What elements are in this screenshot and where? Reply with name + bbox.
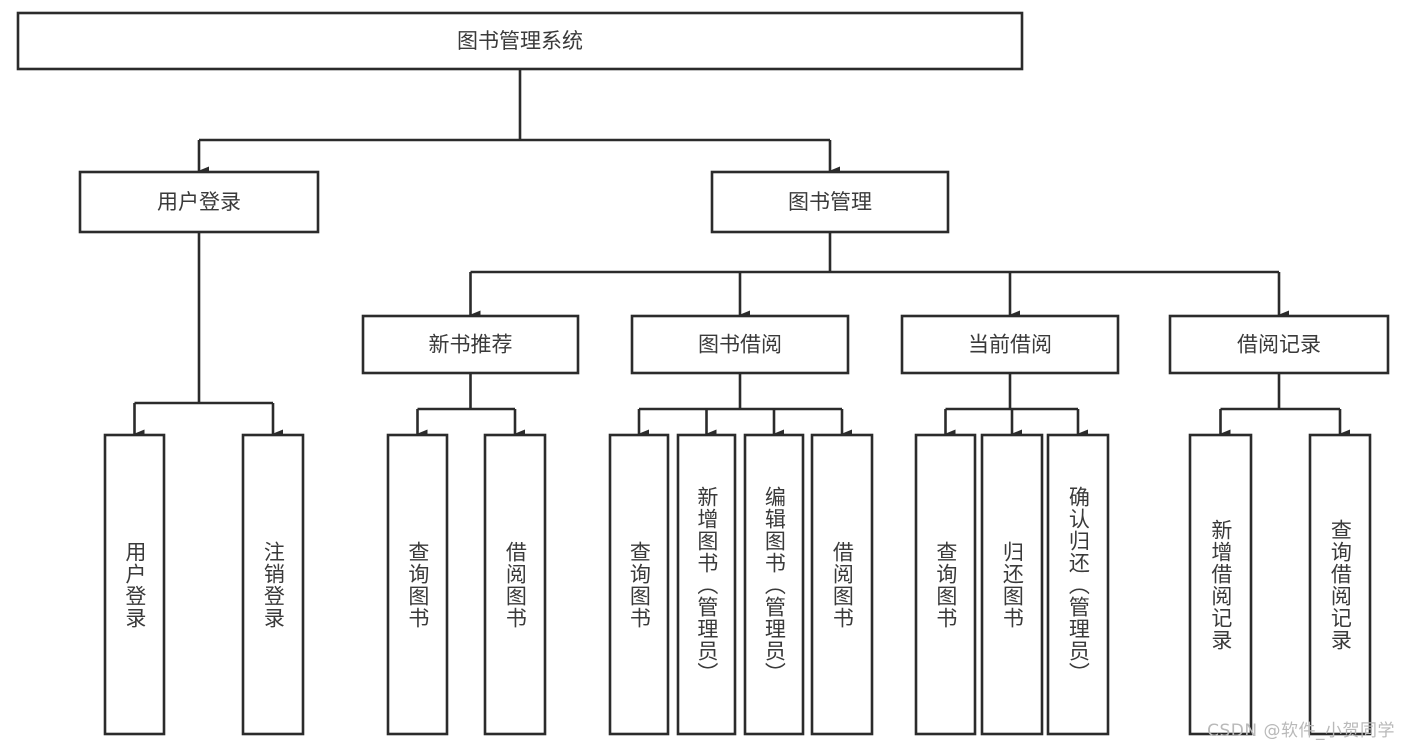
edge-group: [133, 69, 1350, 439]
node-leaf-logout-rect[interactable]: [241, 433, 305, 736]
node-leaf-query-book-3-rect[interactable]: [914, 433, 977, 736]
node-book-borrow[interactable]: [630, 314, 850, 375]
node-leaf-query-record-rect[interactable]: [1308, 433, 1372, 736]
node-new-book-rec[interactable]: [361, 314, 580, 375]
node-leaf-query-record[interactable]: [1308, 433, 1372, 736]
node-current-borrow-label: 当前借阅: [968, 333, 1052, 357]
node-leaf-edit-book[interactable]: [743, 433, 805, 736]
node-leaf-query-book-1-rect[interactable]: [386, 433, 449, 736]
node-leaf-query-book-2-rect[interactable]: [608, 433, 670, 736]
node-new-book-rec-rect[interactable]: [361, 314, 580, 375]
node-current-borrow-rect[interactable]: [900, 314, 1120, 375]
node-user-login[interactable]: [78, 170, 320, 234]
node-leaf-user-login-rect[interactable]: [103, 433, 166, 736]
node-current-borrow[interactable]: [900, 314, 1120, 375]
node-leaf-return-book[interactable]: [980, 433, 1044, 736]
node-leaf-logout[interactable]: [241, 433, 305, 736]
node-root-label: 图书管理系统: [457, 29, 583, 53]
node-leaf-edit-book-rect[interactable]: [743, 433, 805, 736]
node-leaf-confirm-return-rect[interactable]: [1046, 433, 1110, 736]
node-leaf-borrow-book-1[interactable]: [483, 433, 547, 736]
node-book-manage[interactable]: [710, 170, 950, 234]
node-leaf-confirm-return[interactable]: [1046, 433, 1110, 736]
node-book-manage-label: 图书管理: [788, 190, 872, 214]
node-root[interactable]: [16, 11, 1024, 71]
node-leaf-query-book-2[interactable]: [608, 433, 670, 736]
watermark-text: CSDN @软件_小贺同学: [1207, 721, 1395, 741]
node-leaf-borrow-book-1-rect[interactable]: [483, 433, 547, 736]
node-user-login-label: 用户登录: [157, 190, 241, 214]
node-borrow-record-rect[interactable]: [1168, 314, 1390, 375]
node-borrow-record-label: 借阅记录: [1237, 333, 1321, 357]
node-leaf-add-record[interactable]: [1188, 433, 1253, 736]
node-new-book-rec-label: 新书推荐: [429, 333, 513, 357]
node-leaf-query-book-3[interactable]: [914, 433, 977, 736]
node-leaf-add-book-rect[interactable]: [676, 433, 737, 736]
node-leaf-user-login[interactable]: [103, 433, 166, 736]
node-borrow-record[interactable]: [1168, 314, 1390, 375]
node-book-manage-rect[interactable]: [710, 170, 950, 234]
node-leaf-return-book-rect[interactable]: [980, 433, 1044, 736]
node-leaf-query-book-1[interactable]: [386, 433, 449, 736]
node-leaf-borrow-book-2-rect[interactable]: [810, 433, 874, 736]
node-leaf-add-book[interactable]: [676, 433, 737, 736]
node-root-rect[interactable]: [16, 11, 1024, 71]
node-book-borrow-label: 图书借阅: [698, 333, 782, 357]
node-leaf-borrow-book-2[interactable]: [810, 433, 874, 736]
node-book-borrow-rect[interactable]: [630, 314, 850, 375]
node-leaf-add-record-rect[interactable]: [1188, 433, 1253, 736]
node-user-login-rect[interactable]: [78, 170, 320, 234]
